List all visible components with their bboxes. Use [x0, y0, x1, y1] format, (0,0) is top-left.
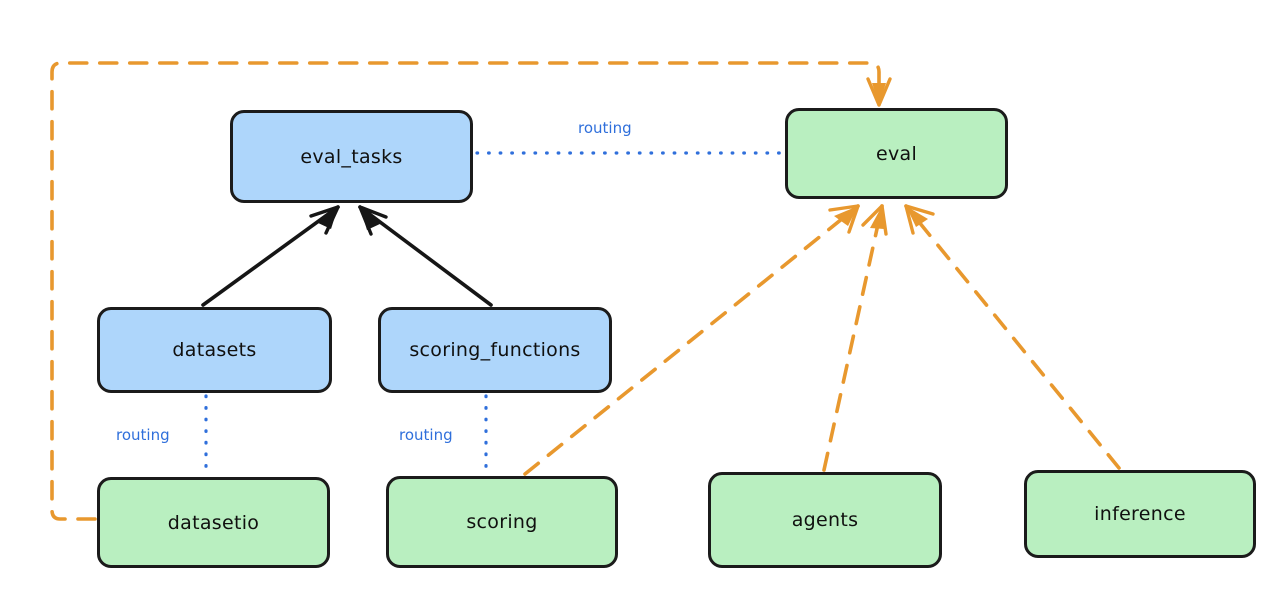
node-label-datasets: datasets: [172, 339, 257, 361]
node-agents[interactable]: agents: [708, 472, 942, 568]
dependency-edge-inference-eval: [904, 204, 1121, 470]
edge-label-routing-scoring-functions-scoring: routing: [399, 426, 453, 444]
node-label-inference: inference: [1094, 503, 1186, 525]
node-scoring[interactable]: scoring: [386, 476, 618, 568]
edge-label-routing-eval-tasks-eval: routing: [578, 119, 632, 137]
node-datasets[interactable]: datasets: [97, 307, 332, 393]
node-eval-tasks[interactable]: eval_tasks: [230, 110, 473, 203]
edge-label-routing-datasets-datasetio: routing: [116, 426, 170, 444]
dependency-edge-agents-eval: [822, 204, 888, 472]
node-label-datasetio: datasetio: [167, 511, 260, 534]
node-label-scoring: scoring: [466, 511, 538, 533]
node-datasetio[interactable]: datasetio: [97, 477, 330, 568]
node-eval[interactable]: eval: [785, 108, 1008, 199]
node-label-eval: eval: [875, 142, 918, 165]
composition-edge-datasets-eval-tasks: [201, 205, 340, 307]
node-label-eval-tasks: eval_tasks: [300, 145, 403, 168]
composition-edge-scoring-functions-eval-tasks: [358, 205, 493, 307]
node-label-scoring-functions: scoring_functions: [409, 339, 581, 361]
node-label-agents: agents: [791, 509, 859, 531]
dependency-edge-datasetio-eval: [50, 61, 892, 521]
node-scoring-functions[interactable]: scoring_functions: [378, 307, 612, 393]
node-inference[interactable]: inference: [1024, 470, 1256, 558]
dependency-edge-scoring-eval: [523, 204, 860, 476]
